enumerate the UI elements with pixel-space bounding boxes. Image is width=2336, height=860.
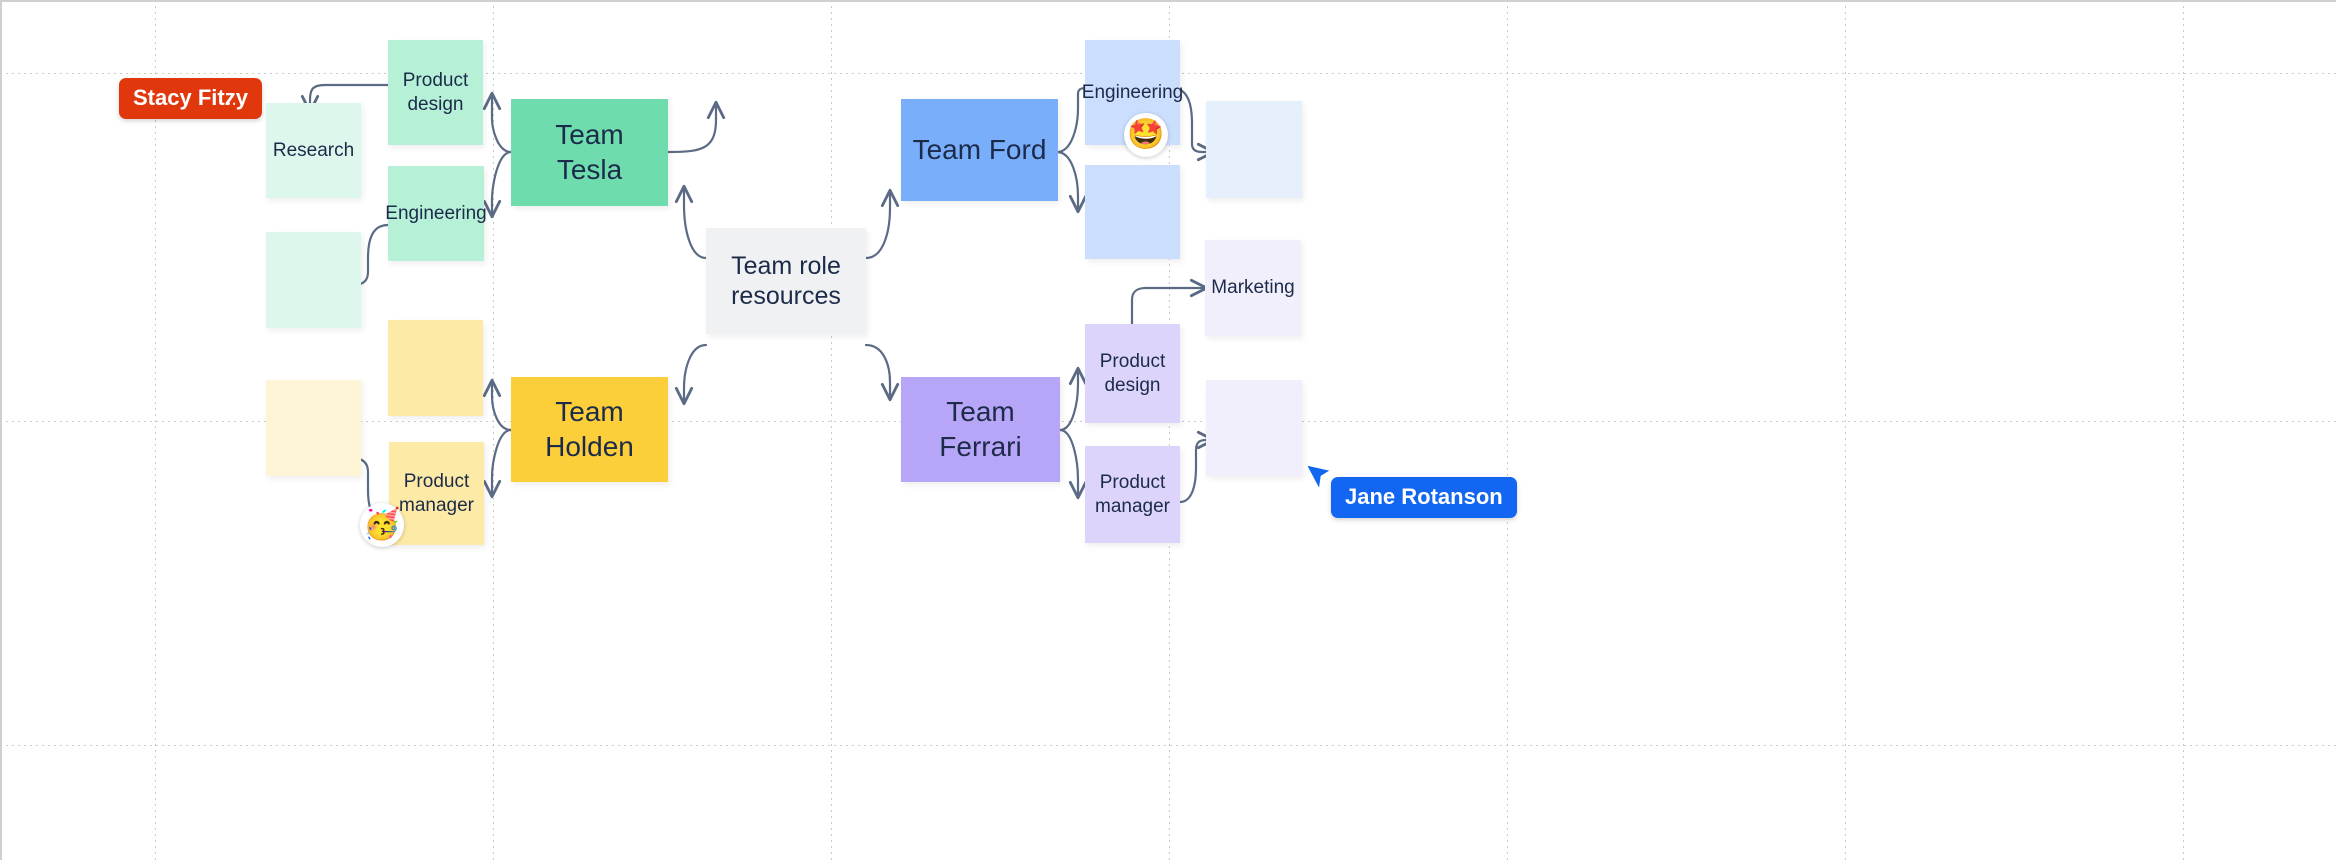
node-holden-blank-left[interactable]: [266, 380, 361, 476]
node-label: Engineering: [1081, 81, 1184, 103]
node-team-role-resources[interactable]: Team role resources: [706, 228, 866, 334]
node-holden-product-manager[interactable]: Product manager: [389, 442, 484, 545]
node-label: Research: [272, 139, 355, 161]
gridline-vertical: [2183, 0, 2184, 860]
gridline-vertical: [155, 0, 156, 860]
node-label: Product design: [1099, 351, 1166, 396]
node-tesla-research[interactable]: Research: [266, 103, 361, 198]
edge-tesla-to-engineering: [482, 150, 513, 219]
node-label: Team Ferrari: [939, 396, 1022, 462]
cursor-name: Stacy Fitzy: [133, 85, 248, 110]
gridline-vertical: [493, 0, 494, 860]
edge-holden-to-product-manager: [482, 428, 513, 499]
edge-ferrari-to-product-design: [1058, 366, 1088, 432]
node-label: Team role resources: [731, 251, 841, 311]
cursor-pointer-icon: [224, 99, 246, 120]
gridline-horizontal: [0, 745, 2336, 746]
node-label: Engineering: [385, 202, 487, 224]
node-label: Product manager: [399, 471, 474, 516]
edge-tesla-to-product-design: [482, 91, 513, 154]
edge-ferrari-to-product-manager: [1058, 428, 1088, 500]
node-ferrari-blank[interactable]: [1206, 380, 1302, 476]
edge-hub-to-team-tesla: [674, 184, 708, 260]
gridline-vertical: [1507, 0, 1508, 860]
cursor-label-stacy[interactable]: Stacy Fitzy: [119, 78, 262, 119]
node-team-holden[interactable]: Team Holden: [511, 377, 668, 482]
partying-face-emoji[interactable]: 🥳: [360, 503, 404, 547]
edge-ford-to-blank-a: [1055, 150, 1088, 214]
node-label: Product design: [402, 70, 469, 115]
node-tesla-product-design[interactable]: Product design: [388, 40, 483, 145]
edge-hub-to-team-ford: [864, 188, 900, 260]
gridline-vertical: [1845, 0, 1846, 860]
node-ford-blank-a[interactable]: [1085, 165, 1180, 259]
edge-hub-to-tesla: [666, 100, 726, 154]
node-ferrari-product-design[interactable]: Product design: [1085, 324, 1180, 423]
node-ferrari-product-manager[interactable]: Product manager: [1085, 446, 1180, 543]
star-struck-emoji[interactable]: 🤩: [1124, 113, 1168, 157]
node-label: Team Holden: [545, 396, 634, 462]
cursor-label-jane[interactable]: Jane Rotanson: [1331, 477, 1517, 518]
node-team-tesla[interactable]: Team Tesla: [511, 99, 668, 206]
cursor-name: Jane Rotanson: [1345, 484, 1503, 509]
node-holden-blank-top[interactable]: [388, 320, 483, 416]
node-tesla-blank[interactable]: [266, 232, 361, 328]
node-tesla-engineering[interactable]: Engineering: [385, 166, 487, 261]
node-label: Product manager: [1095, 472, 1170, 517]
emoji-glyph: 🥳: [363, 508, 401, 541]
cursor-pointer-icon: [1308, 465, 1330, 488]
gridline-vertical: [831, 0, 832, 860]
node-label: Team Tesla: [555, 119, 624, 185]
emoji-glyph: 🤩: [1127, 118, 1165, 151]
node-ford-blank-b[interactable]: [1206, 101, 1302, 198]
node-team-ferrari[interactable]: Team Ferrari: [901, 377, 1060, 482]
edge-holden-to-blank-top: [482, 378, 513, 432]
node-ferrari-marketing[interactable]: Marketing: [1205, 240, 1301, 336]
node-label: Marketing: [1211, 277, 1295, 299]
edge-ferrari-pd-to-marketing: [1130, 278, 1209, 327]
node-team-ford[interactable]: Team Ford: [901, 99, 1058, 201]
node-label: Team Ford: [912, 133, 1047, 165]
edge-hub-to-team-holden: [674, 343, 708, 406]
edge-hub-to-team-ferrari: [864, 343, 900, 402]
